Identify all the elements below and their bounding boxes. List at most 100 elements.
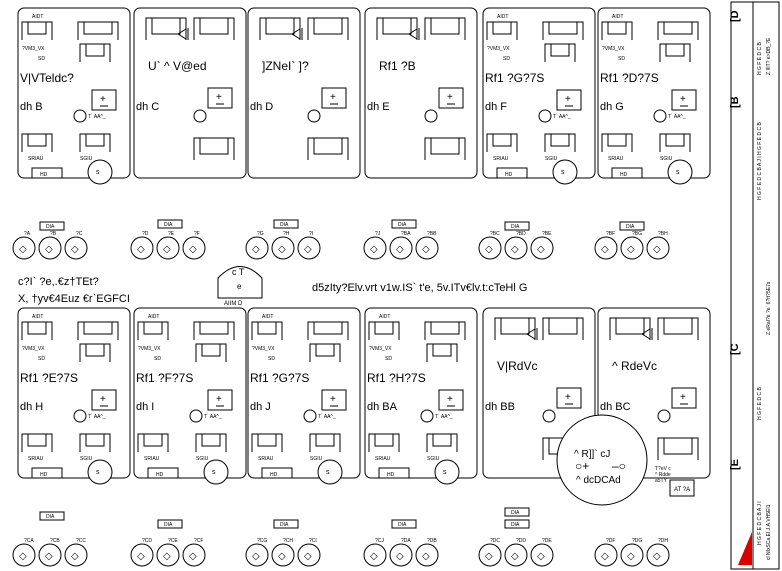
plus-mark: + xyxy=(680,392,686,403)
socket-notch xyxy=(550,134,570,147)
led-pad xyxy=(193,109,207,123)
socket-outline xyxy=(137,321,169,340)
jumper-ring xyxy=(130,236,154,260)
socket-notch xyxy=(201,434,221,447)
power-label-bottom: ^ dcDCAd xyxy=(576,475,621,486)
socket-notch xyxy=(199,322,229,335)
module-slot-label: dh I xyxy=(136,401,154,413)
diode-icon xyxy=(177,28,187,40)
module-slot-label: dh G xyxy=(600,101,624,113)
socket-outline xyxy=(251,321,283,340)
jumper-label: ?BF xyxy=(606,231,615,237)
module-D: ]ZNeI` ]?dh D+ xyxy=(247,7,361,179)
resistor-label: HD xyxy=(270,472,278,478)
via-pad xyxy=(653,109,667,123)
plus-mark: + xyxy=(565,94,571,105)
transistor xyxy=(317,459,343,485)
dia-label: DIA xyxy=(280,222,289,228)
jumper: ◇?DC xyxy=(478,538,502,567)
module-slot-label: dh BC xyxy=(600,401,631,413)
socket-notch xyxy=(500,318,530,335)
pad-label: T` AA^_ xyxy=(88,114,106,120)
jumper-ring xyxy=(130,543,154,567)
module-tag: AIDT xyxy=(262,314,273,320)
plus-mark: + xyxy=(100,94,106,105)
socket-notch xyxy=(430,322,460,335)
resistor xyxy=(261,467,293,479)
socket-outline xyxy=(195,433,227,452)
module-slot-label: dh F xyxy=(485,101,507,113)
socket-outline xyxy=(251,433,283,452)
power-jack: ^ R]]` cJ ^ dcDCAd ○+ –○ T?eV c ^ Rdde a… xyxy=(556,414,695,506)
jumper-ring xyxy=(389,543,413,567)
jumper-label: ?CF xyxy=(194,538,203,544)
socket-notch xyxy=(492,134,512,147)
dia-box xyxy=(157,519,183,529)
jumper-label: ?DD xyxy=(516,538,526,544)
diode-glyph: ◇ xyxy=(304,551,312,562)
via-pad xyxy=(189,409,203,423)
socket-outline xyxy=(424,321,466,340)
dia-box xyxy=(39,221,65,231)
strip2-tag: Z.eRaI?e ?e` 6?rt?5E7s xyxy=(766,281,772,335)
diode-glyph: ◇ xyxy=(511,551,519,562)
socket-notch xyxy=(313,322,343,335)
jumper: ◇?DF xyxy=(594,538,618,567)
jumper-ring xyxy=(646,236,670,260)
jumper-ring xyxy=(594,543,618,567)
jumper-ring xyxy=(594,236,618,260)
socket-outline xyxy=(657,437,699,460)
pad-label: T` AA^_ xyxy=(435,414,453,420)
module-tag: AIDT xyxy=(612,14,623,20)
resistor xyxy=(378,467,410,479)
resistor xyxy=(496,167,528,179)
plus-mark: + xyxy=(447,394,453,405)
strip1-tag: Z.IIIT? e>DB_?E xyxy=(766,37,772,75)
resistor-label: HD xyxy=(40,472,48,478)
dia-label: DIA xyxy=(164,222,173,228)
dia-box xyxy=(504,519,530,529)
jumper: ◇?CG xyxy=(245,538,269,567)
diode-glyph: ◇ xyxy=(137,551,145,562)
jumper-label: ?DF xyxy=(606,538,615,544)
jumper-label: ?D xyxy=(142,231,149,237)
module-slot-label: dh D xyxy=(250,101,273,113)
socket-notch xyxy=(83,22,113,35)
module-tag: AIDT xyxy=(379,314,390,320)
diode-glyph: ◇ xyxy=(627,244,635,255)
module-title: V|RdVc xyxy=(497,359,537,373)
jumper: ◇?I xyxy=(297,231,321,260)
module-tag: SD xyxy=(503,56,510,62)
transistor-label: s xyxy=(212,469,216,476)
socket-notch xyxy=(382,18,412,35)
jumper-label: ?CD xyxy=(142,538,152,544)
dia-label: DIA xyxy=(511,522,520,528)
dia-box xyxy=(39,511,65,521)
socket-notch xyxy=(430,138,460,155)
module-slot-label: dh J xyxy=(250,401,271,413)
socket-outline xyxy=(426,343,458,362)
jumper: ◇?BD xyxy=(504,231,528,260)
jumper-label: ?BA xyxy=(401,231,411,237)
jumper-ring xyxy=(271,236,295,260)
diode-glyph: ◇ xyxy=(485,244,493,255)
strip2: H G F E D C B A J I H G F E D C B xyxy=(757,122,763,200)
socket-outline xyxy=(486,21,518,40)
module-title: Rf1 ?G?7S xyxy=(250,371,309,385)
fuse-label: AT ?A xyxy=(674,487,690,493)
diode-glyph: ◇ xyxy=(19,551,27,562)
center-text-line2: X, †yv€4Euz €r`EGFCI xyxy=(18,293,130,305)
module-title: Rf1 ?G?7S xyxy=(485,71,544,85)
module-title: Rf1 ?E?7S xyxy=(20,371,78,385)
via-pad xyxy=(538,109,552,123)
bracket-mid1: [B xyxy=(729,96,741,108)
plus-mark: + xyxy=(216,92,222,103)
socket-outline xyxy=(657,21,699,40)
socket-outline xyxy=(307,17,349,40)
module-tag: SRIAU xyxy=(28,456,44,462)
center-text-right: d5zIty?Elv.vrt v1w.IS` t'e, 5v.ITv€lv.t:… xyxy=(312,282,527,294)
socket-notch xyxy=(27,134,47,147)
module-title: U` ^ V@ed xyxy=(148,59,207,73)
jumper-ring xyxy=(64,236,88,260)
